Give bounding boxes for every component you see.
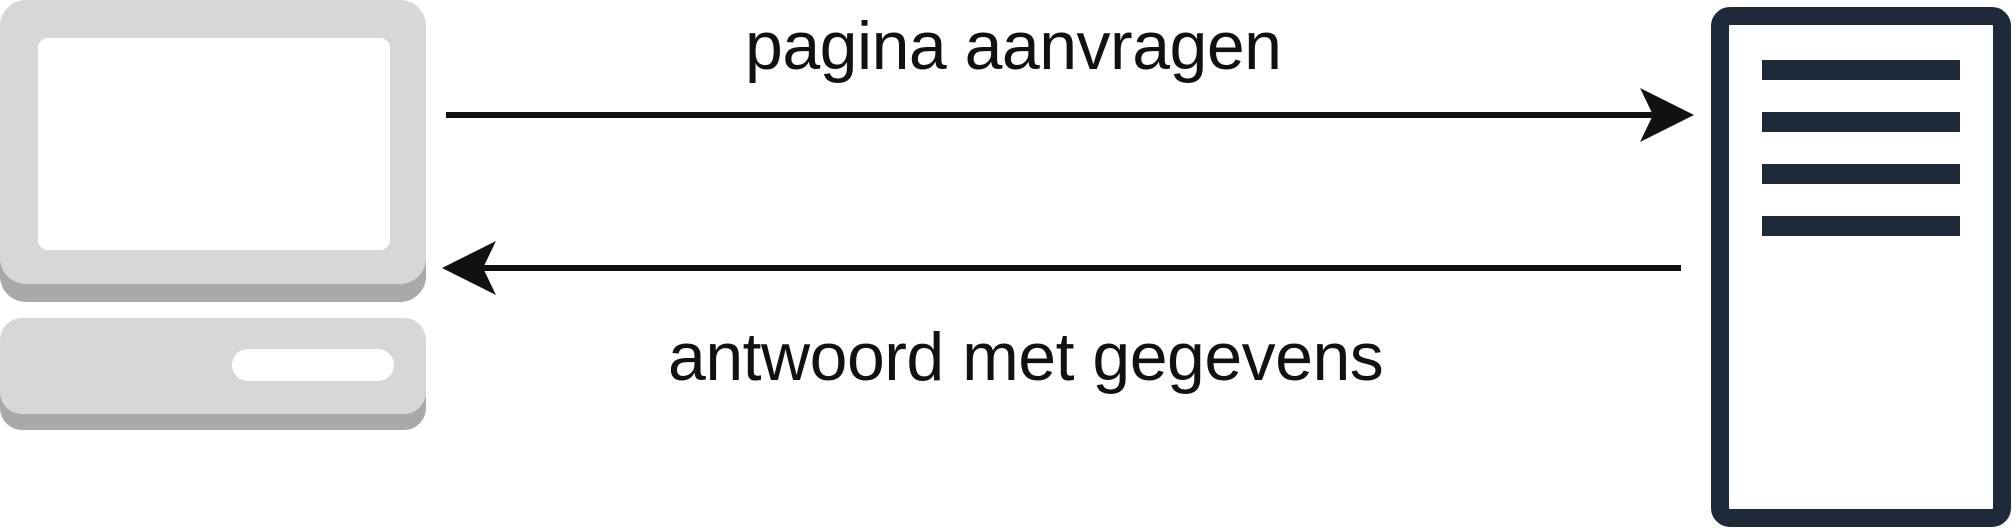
request-label: pagina aanvragen bbox=[745, 8, 1282, 84]
server-icon bbox=[1711, 7, 2011, 527]
desktop-computer-icon bbox=[0, 0, 426, 430]
response-label: antwoord met gegevens bbox=[668, 319, 1384, 395]
request-arrow bbox=[446, 88, 1694, 142]
response-arrow bbox=[442, 241, 1681, 295]
